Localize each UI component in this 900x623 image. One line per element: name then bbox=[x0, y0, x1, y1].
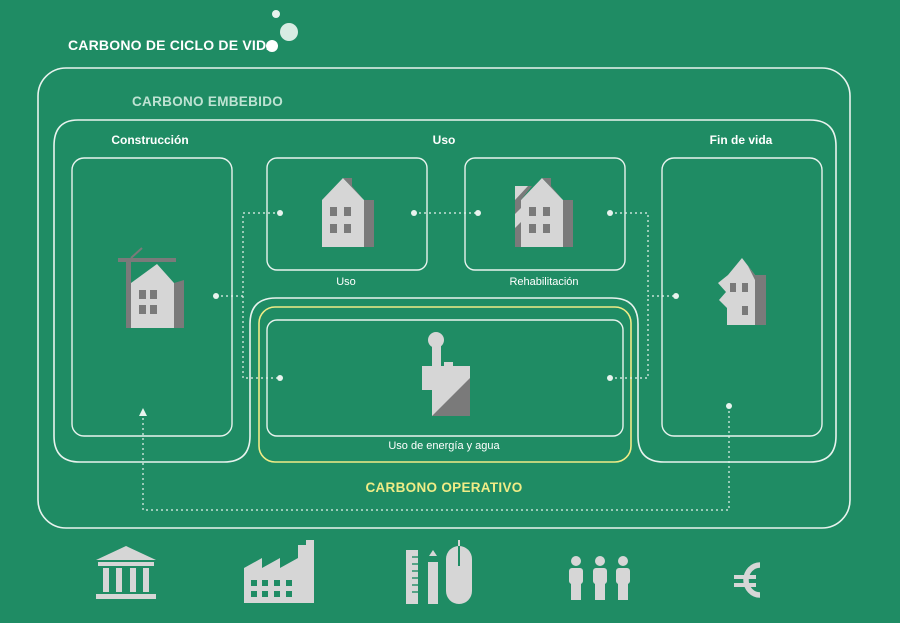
factory-icon bbox=[244, 540, 314, 603]
substage-use-label: Uso bbox=[336, 276, 356, 288]
end-of-life-box bbox=[661, 157, 823, 437]
operational-carbon-label: CARBONO OPERATIVO bbox=[365, 480, 523, 495]
house-rehab-icon bbox=[515, 178, 573, 247]
use-box bbox=[266, 157, 428, 271]
house-icon bbox=[322, 178, 374, 247]
rehab-box bbox=[464, 157, 626, 271]
house-demolished-icon bbox=[718, 258, 766, 325]
connectors bbox=[142, 212, 730, 511]
substage-rehab-label: Rehabilitación bbox=[509, 276, 579, 288]
stage-use-label: Uso bbox=[432, 133, 456, 147]
stage-construction-label: Construcción bbox=[111, 133, 189, 147]
bubbles-icon bbox=[266, 10, 298, 52]
arrow-up-icon bbox=[139, 408, 147, 416]
construction-box bbox=[71, 157, 233, 437]
hand-touch-icon bbox=[422, 332, 470, 416]
embodied-carbon-label: CARBONO EMBEBIDO bbox=[132, 94, 284, 109]
connector-dots bbox=[213, 210, 732, 409]
stage-end-of-life-label: Fin de vida bbox=[709, 133, 773, 147]
embodied-frame bbox=[53, 119, 837, 463]
operational-frame bbox=[258, 306, 632, 463]
ruler-mouse-icon bbox=[406, 540, 472, 604]
lifecycle-frame bbox=[37, 67, 851, 529]
house-crane-icon bbox=[118, 247, 184, 328]
people-icon bbox=[569, 556, 630, 600]
euro-icon bbox=[734, 562, 761, 598]
government-building-icon bbox=[96, 546, 156, 599]
substage-energy-water-label: Uso de energía y agua bbox=[388, 440, 500, 452]
page-title: CARBONO DE CICLO DE VIDA bbox=[68, 37, 277, 53]
